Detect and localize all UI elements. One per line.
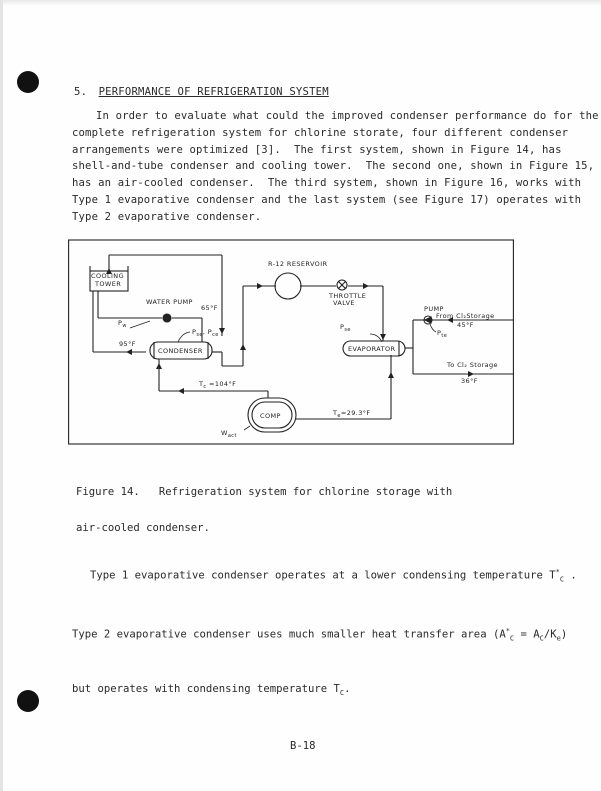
wact-label: Wact bbox=[221, 429, 237, 439]
page-left-edge bbox=[0, 0, 3, 791]
temp-65-label: 65°F bbox=[201, 304, 218, 312]
punch-hole-top bbox=[17, 71, 39, 93]
water-pump-label: WATER PUMP bbox=[146, 298, 193, 306]
paragraph-line: complete refrigeration system for chlori… bbox=[72, 126, 569, 139]
pump-label: PUMP bbox=[424, 305, 444, 313]
throttle-valve-label: THROTTLE bbox=[328, 292, 366, 300]
from-storage-label: From Cl₂Storage bbox=[436, 312, 495, 320]
section-number: 5. bbox=[74, 86, 88, 98]
page-number: B-18 bbox=[290, 740, 316, 752]
reservoir-label: R-12 RESERVOIR bbox=[268, 260, 328, 268]
page-top-edge bbox=[0, 0, 601, 6]
paragraph-line: arrangements were optimized [3]. The fir… bbox=[72, 143, 562, 156]
water-pump-shape bbox=[162, 313, 172, 323]
flow-arrows bbox=[106, 268, 474, 394]
evaporator-label: EVAPORATOR bbox=[348, 345, 396, 353]
pte-label: Pte bbox=[437, 329, 447, 339]
figure-frame bbox=[68, 239, 514, 445]
temp-36-label: 36°F bbox=[461, 377, 478, 385]
figure-caption: Figure 14. Refrigeration system for chlo… bbox=[76, 462, 452, 546]
diagram-svg: COOLING TOWER WATER PUMP 65°F Pw Pse, Pc… bbox=[68, 239, 514, 445]
throttle-valve-shape bbox=[336, 279, 348, 291]
evaporative-condenser-note: Type 1 evaporative condenser operates at… bbox=[72, 530, 577, 719]
paragraph-line: has an air-cooled condenser. The third s… bbox=[72, 177, 582, 190]
pw-label: Pw bbox=[118, 319, 127, 329]
pse-label: Pse bbox=[340, 323, 351, 333]
pse-pce-label: Pse, Pce bbox=[192, 328, 219, 338]
condenser-label: CONDENSER bbox=[158, 347, 203, 355]
cooling-tower-label: TOWER bbox=[94, 280, 121, 288]
to-storage-label: To Cl₂ Storage bbox=[446, 361, 498, 369]
paragraph-line: In order to evaluate what could the impr… bbox=[96, 110, 599, 122]
throttle-valve-label: VALVE bbox=[333, 299, 355, 307]
temp-45-label: 45°F bbox=[457, 321, 474, 329]
note-line: but operates with condensing temperature… bbox=[72, 683, 351, 698]
section-heading: 5. PERFORMANCE OF REFRIGERATION SYSTEM bbox=[74, 86, 329, 98]
note-line: Type 1 evaporative condenser operates at… bbox=[90, 568, 577, 584]
section-title: PERFORMANCE OF REFRIGERATION SYSTEM bbox=[98, 86, 329, 98]
punch-hole-bottom bbox=[17, 690, 39, 712]
caption-line: Figure 14. Refrigeration system for chlo… bbox=[76, 486, 453, 498]
evaporator-shape bbox=[342, 340, 406, 357]
compressor-label: COMP bbox=[260, 412, 281, 420]
compressor-shape bbox=[247, 397, 297, 433]
temp-95-label: 95°F bbox=[119, 340, 136, 348]
cooling-tower-label: COOLING bbox=[91, 272, 124, 280]
reservoir-shape bbox=[274, 272, 302, 300]
tc-label: Tc =104°F bbox=[198, 380, 236, 390]
body-paragraph: In order to evaluate what could the impr… bbox=[72, 108, 599, 226]
te-label: Te=29.3°F bbox=[332, 409, 371, 419]
condenser-shape bbox=[149, 341, 213, 360]
note-line: Type 2 evaporative condenser uses much s… bbox=[72, 626, 568, 643]
paragraph-line: Type 1 evaporative condenser and the las… bbox=[72, 193, 582, 206]
paragraph-line: Type 2 evaporative condenser. bbox=[72, 210, 262, 223]
refrigeration-system-diagram: COOLING TOWER WATER PUMP 65°F Pw Pse, Pc… bbox=[68, 238, 514, 446]
paragraph-line: shell-and-tube condenser and cooling tow… bbox=[72, 160, 595, 173]
caption-line: air-cooled condenser. bbox=[76, 522, 210, 534]
